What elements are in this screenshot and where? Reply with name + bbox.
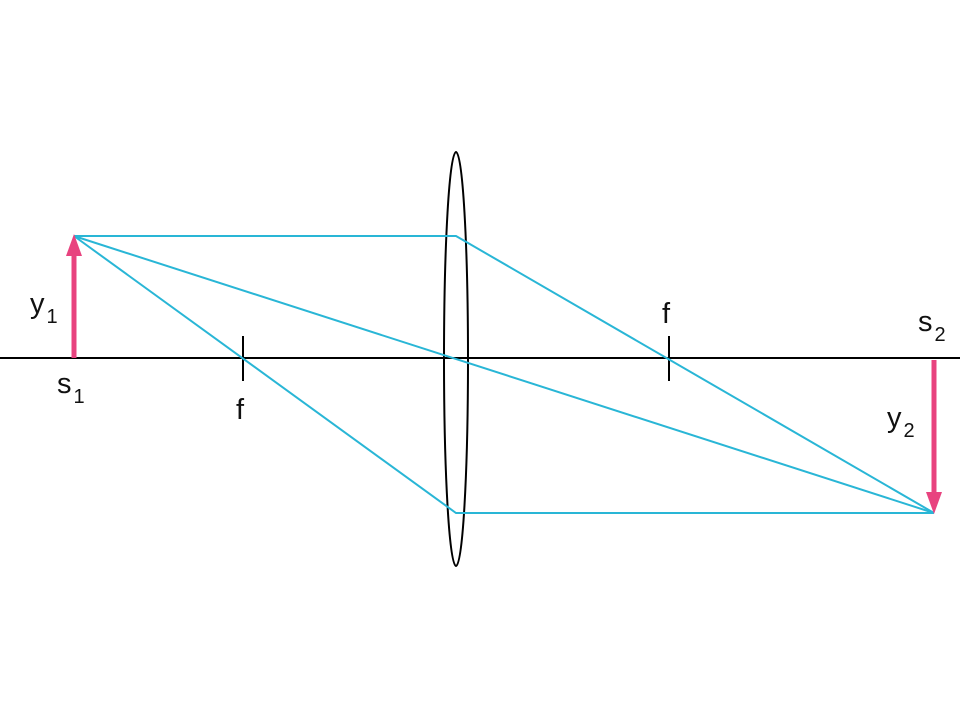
focal-left-label: f <box>236 396 244 425</box>
image-position-main: s <box>918 306 933 338</box>
converging-lens <box>443 151 469 567</box>
image-height-main: y <box>887 402 902 434</box>
object-height-main: y <box>30 288 45 320</box>
image-arrow-head <box>926 492 942 514</box>
image-position-sub: 2 <box>934 324 946 346</box>
central-ray <box>73 235 935 514</box>
object-position-main: s <box>57 368 72 400</box>
focal-left-text: f <box>236 394 245 426</box>
object-position-sub: 1 <box>73 386 85 408</box>
object-height-sub: 1 <box>46 306 58 328</box>
image-height-sub: 2 <box>903 420 915 442</box>
focal-right-label: f <box>662 300 670 329</box>
focal-ray <box>73 235 934 514</box>
parallel-ray <box>74 235 935 514</box>
focal-right-text: f <box>662 298 671 330</box>
object-arrow-head <box>66 234 82 256</box>
